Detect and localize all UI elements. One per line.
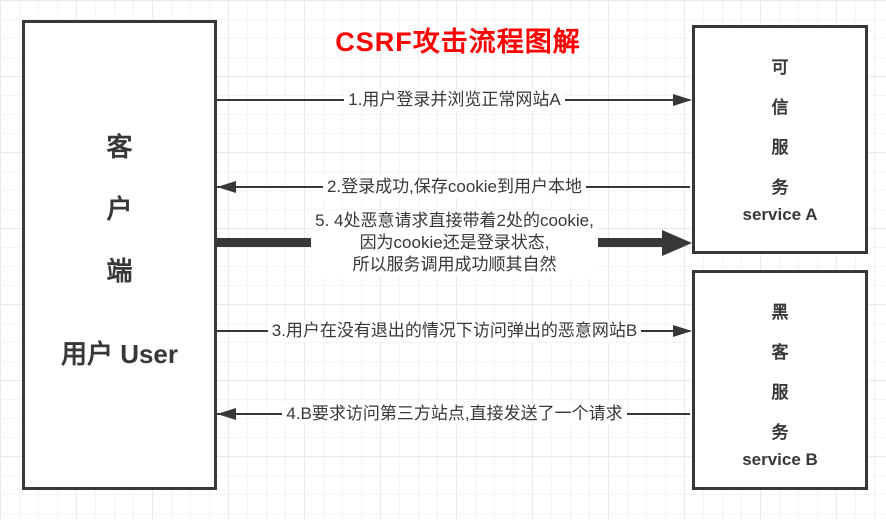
client-char: 客 [106, 132, 133, 162]
arrowhead-right-icon [673, 325, 692, 337]
service-b-char: 客 [771, 343, 789, 362]
arrow-3-label: 3.用户在没有退出的情况下访问弹出的恶意网站B [267, 320, 642, 342]
client-char: 户 [106, 194, 133, 224]
trusted-service-vertical-text: 可 信 服 务 [695, 28, 865, 208]
arrowhead-left-icon [217, 181, 236, 193]
service-a-char: 可 [771, 58, 789, 77]
client-node-label: 用户 User [60, 339, 179, 369]
arrowhead-left-icon [217, 408, 236, 420]
trusted-service-node: 可 信 服 务 service A [692, 25, 868, 254]
arrowhead-right-icon [673, 94, 692, 106]
service-a-char: 服 [771, 138, 789, 157]
arrow-visit-malicious-site-b: 3.用户在没有退出的情况下访问弹出的恶意网站B [217, 309, 692, 353]
service-a-label: service A [742, 205, 818, 224]
hacker-service-node: 黑 客 服 务 service B [692, 270, 868, 490]
service-b-char: 黑 [771, 303, 789, 322]
service-a-char: 信 [771, 98, 789, 117]
client-node: 客 户 端 用户 User [22, 20, 217, 490]
arrow-2-label: 2.登录成功,保存cookie到用户本地 [322, 176, 587, 198]
hacker-service-vertical-text: 黑 客 服 务 [695, 273, 865, 453]
arrow-save-cookie: 2.登录成功,保存cookie到用户本地 [217, 165, 692, 209]
client-node-vertical-text: 客 户 端 [25, 23, 214, 302]
arrow-5-label-line2: 因为cookie还是登录状态, [359, 233, 550, 252]
diagram-title: CSRF攻击流程图解 [335, 27, 581, 57]
arrow-5-label-line3: 所以服务调用成功顺其自然 [352, 255, 557, 274]
arrow-1-label: 1.用户登录并浏览正常网站A [344, 89, 565, 111]
service-a-char: 务 [771, 178, 789, 197]
client-char: 端 [106, 256, 133, 286]
arrow-malicious-request-with-cookie: 5. 4处恶意请求直接带着2处的cookie, 因为cookie还是登录状态, … [217, 203, 692, 283]
arrow-5-label: 5. 4处恶意请求直接带着2处的cookie, 因为cookie还是登录状态, … [311, 210, 598, 276]
service-b-label: service B [742, 450, 818, 469]
service-b-char: 服 [771, 383, 789, 402]
arrow-4-label: 4.B要求访问第三方站点,直接发送了一个请求 [282, 403, 627, 425]
arrow-login-browse-site-a: 1.用户登录并浏览正常网站A [217, 78, 692, 122]
service-b-char: 务 [771, 423, 789, 442]
arrow-5-label-line1: 5. 4处恶意请求直接带着2处的cookie, [315, 211, 594, 230]
arrowhead-right-icon [662, 230, 692, 256]
arrow-b-sends-request: 4.B要求访问第三方站点,直接发送了一个请求 [217, 392, 692, 436]
